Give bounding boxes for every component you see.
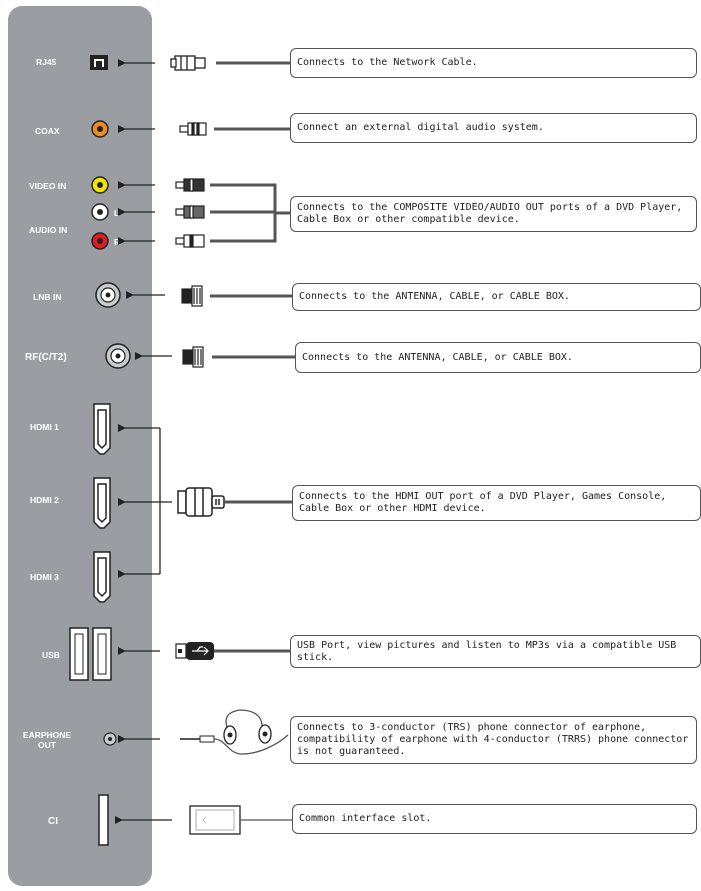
av-description: Connects to the COMPOSITE VIDEO/AUDIO OU… bbox=[290, 196, 697, 232]
hdmi-plug-icon bbox=[177, 487, 225, 517]
lnb-description: Connects to the ANTENNA, CABLE, or CABLE… bbox=[292, 283, 701, 311]
usb-plug-icon bbox=[175, 642, 214, 660]
audio-r-port-icon bbox=[91, 232, 109, 250]
label-audio-in: AUDIO IN bbox=[29, 225, 68, 235]
video-in-port-icon bbox=[91, 176, 109, 194]
label-coax: COAX bbox=[35, 126, 60, 136]
earphone-port-icon bbox=[103, 732, 117, 746]
earphone-description: Connects to 3-conductor (TRS) phone conn… bbox=[290, 716, 697, 764]
earphone-icon bbox=[180, 709, 289, 755]
label-rf: RF(C/T2) bbox=[25, 352, 67, 363]
ci-slot-icon bbox=[98, 794, 109, 846]
label-lnb-in: LNB IN bbox=[33, 292, 62, 302]
audio-r-plug-icon bbox=[175, 234, 205, 248]
label-earphone-out: EARPHONE OUT bbox=[22, 730, 72, 750]
label-hdmi-3: HDMI 3 bbox=[30, 572, 59, 582]
audio-l-plug-icon bbox=[175, 205, 205, 219]
rf-plug-icon bbox=[182, 346, 204, 368]
av-cable-bundle bbox=[210, 183, 290, 243]
coax-plug-icon bbox=[179, 122, 207, 136]
lnb-plug-icon bbox=[181, 285, 203, 307]
hdmi-description: Connects to the HDMI OUT port of a DVD P… bbox=[292, 485, 701, 521]
label-hdmi-1: HDMI 1 bbox=[30, 422, 59, 432]
ci-description: Common interface slot. bbox=[292, 804, 697, 834]
rj45-description: Connects to the Network Cable. bbox=[290, 48, 697, 78]
label-video-in: VIDEO IN bbox=[29, 181, 67, 191]
label-audio-l: L bbox=[114, 208, 120, 218]
rf-description: Connects to the ANTENNA, CABLE, or CABLE… bbox=[295, 342, 701, 373]
hdmi-1-port-icon bbox=[93, 403, 111, 455]
hdmi-3-port-icon bbox=[93, 551, 111, 603]
usb-description: USB Port, view pictures and listen to MP… bbox=[290, 635, 701, 668]
label-rj45: RJ45 bbox=[36, 57, 57, 67]
video-plug-icon bbox=[175, 178, 205, 192]
network-plug-icon bbox=[170, 55, 206, 71]
coax-port-icon bbox=[91, 120, 109, 138]
ci-module-icon bbox=[189, 805, 241, 835]
audio-l-port-icon bbox=[91, 203, 109, 221]
usb-ports-icon bbox=[69, 627, 112, 681]
label-hdmi-2: HDMI 2 bbox=[30, 495, 59, 505]
label-usb: USB bbox=[42, 650, 60, 660]
label-audio-r: R bbox=[114, 237, 121, 247]
coax-description: Connect an external digital audio system… bbox=[290, 113, 697, 143]
label-ci: CI bbox=[48, 816, 58, 827]
rj45-port-icon bbox=[90, 55, 108, 70]
lnb-port-icon bbox=[95, 282, 121, 308]
rf-port-icon bbox=[105, 343, 131, 369]
hdmi-2-port-icon bbox=[93, 477, 111, 529]
